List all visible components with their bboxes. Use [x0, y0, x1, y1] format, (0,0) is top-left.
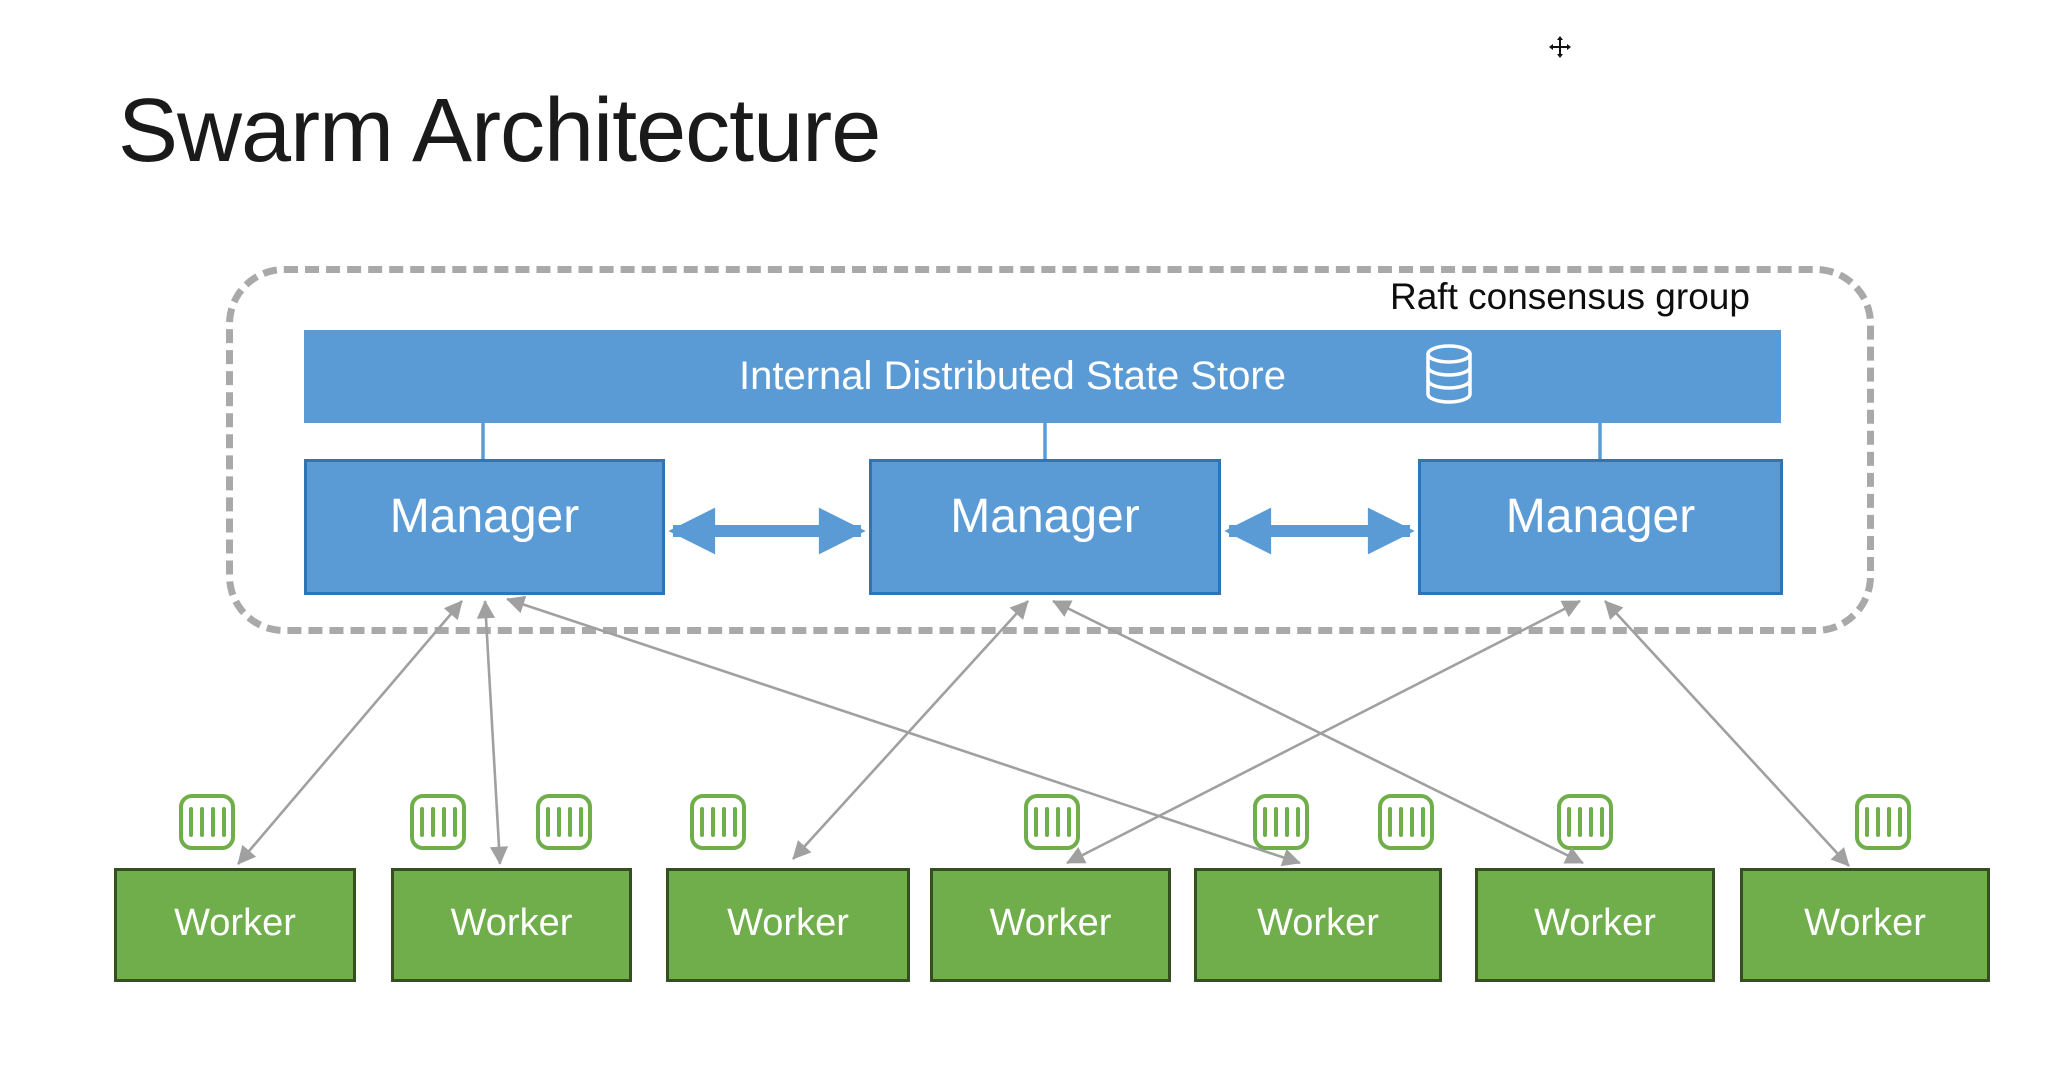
container-icon — [1378, 794, 1434, 850]
worker-node-2: Worker — [391, 868, 632, 982]
manager-label: Manager — [950, 489, 1140, 543]
container-icon — [1253, 794, 1309, 850]
worker-label: Worker — [1534, 901, 1656, 944]
container-icon — [179, 794, 235, 850]
worker-label: Worker — [989, 901, 1112, 944]
worker-label: Worker — [1257, 901, 1379, 944]
worker-node-7: Worker — [1740, 868, 1990, 982]
worker-label: Worker — [450, 901, 573, 944]
container-icon — [410, 794, 466, 850]
container-icon — [690, 794, 746, 850]
state-store-label: Internal Distributed State Store — [739, 354, 1286, 398]
worker-node-4: Worker — [930, 868, 1171, 982]
manager-node-1: Manager — [304, 459, 665, 595]
manager-node-3: Manager — [1418, 459, 1783, 595]
worker-node-6: Worker — [1475, 868, 1715, 982]
worker-label: Worker — [174, 901, 296, 944]
worker-node-3: Worker — [666, 868, 910, 982]
move-cursor-icon — [1549, 36, 1571, 58]
worker-node-1: Worker — [114, 868, 356, 982]
manager-label: Manager — [389, 489, 580, 543]
worker-label: Worker — [1804, 901, 1926, 944]
container-icon — [1024, 794, 1080, 850]
container-icon — [1557, 794, 1613, 850]
database-icon — [1421, 343, 1477, 405]
manager-label: Manager — [1505, 489, 1696, 543]
worker-label: Worker — [727, 901, 849, 944]
container-icon — [536, 794, 592, 850]
container-icon — [1855, 794, 1911, 850]
internal-distributed-state-store: Internal Distributed State Store — [304, 330, 1781, 423]
manager-node-2: Manager — [869, 459, 1221, 595]
worker-node-5: Worker — [1194, 868, 1442, 982]
raft-consensus-group-label: Raft consensus group — [1390, 276, 1750, 317]
page-title: Swarm Architecture — [118, 81, 881, 181]
